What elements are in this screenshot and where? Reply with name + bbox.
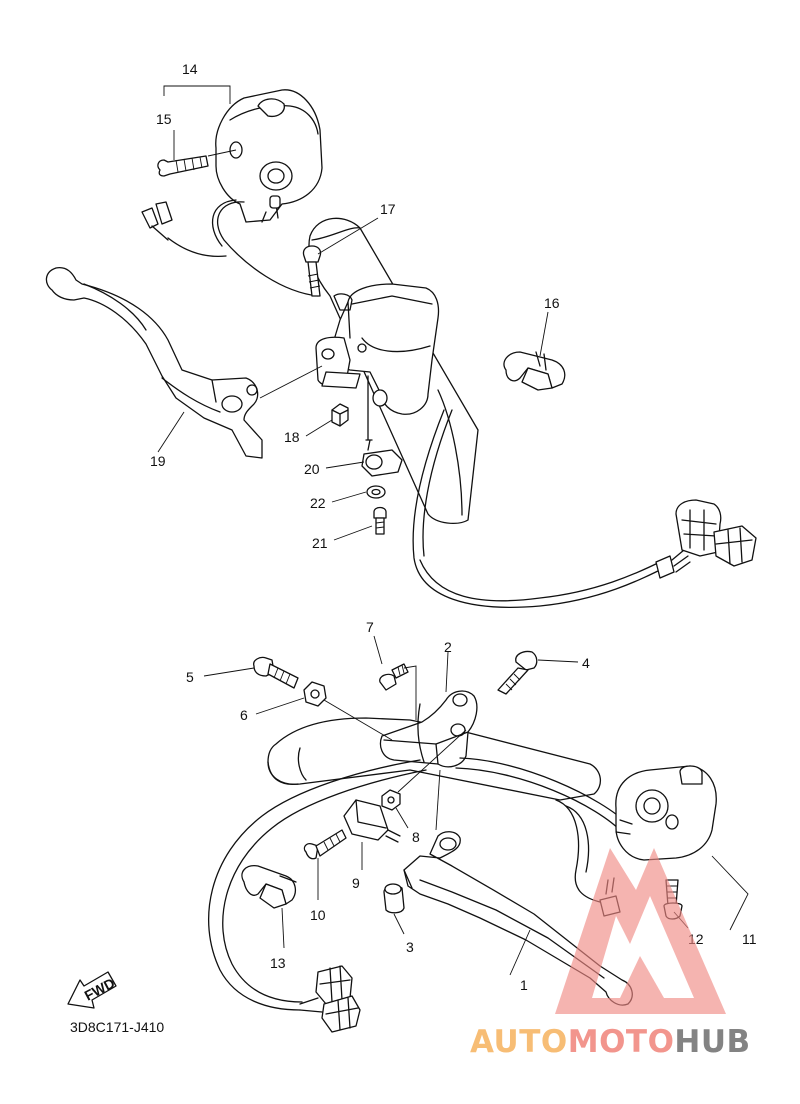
part-number-20: 20 <box>304 461 320 477</box>
washer-22 <box>366 485 386 499</box>
fwd-arrow-icon: FWD <box>67 971 117 1009</box>
bolt-7 <box>379 663 417 720</box>
brake-master-cylinder <box>315 283 440 415</box>
part-number-6: 6 <box>240 707 248 723</box>
part-number-2: 2 <box>444 639 452 655</box>
clutch-bracket-2 <box>379 690 478 768</box>
lower-harness-wire <box>208 757 631 1011</box>
brake-lever-19 <box>45 266 263 459</box>
clamp-16 <box>503 351 566 391</box>
bolt-5 <box>253 656 299 689</box>
clutch-switch-9 <box>343 799 401 843</box>
watermark-hub: HUB <box>674 1024 750 1060</box>
screw-15 <box>157 155 209 177</box>
screw-21 <box>373 506 387 535</box>
brake-switch-20 <box>361 375 403 477</box>
automotohub-watermark: AUTOMOTOHUB <box>470 848 751 1060</box>
svg-text:AUTOMOTOHUB: AUTOMOTOHUB <box>470 1024 751 1060</box>
upper-switch-housing <box>215 89 323 223</box>
part-number-19: 19 <box>150 453 166 469</box>
part-number-9: 9 <box>352 875 360 891</box>
upper-harness-wire <box>412 409 757 608</box>
nut-6 <box>303 681 327 707</box>
part-number-11: 11 <box>742 931 757 947</box>
leader-lines <box>157 85 749 976</box>
watermark-moto: MOTO <box>568 1024 675 1060</box>
part-number-15: 15 <box>156 111 172 127</box>
part-number-7: 7 <box>366 619 374 635</box>
part-number-3: 3 <box>406 939 414 955</box>
part-number-8: 8 <box>412 829 420 845</box>
part-number-14: 14 <box>182 61 198 77</box>
watermark-auto: AUTO <box>470 1024 568 1060</box>
bolt-17 <box>302 245 322 297</box>
part-number-21: 21 <box>312 535 328 551</box>
part-number-16: 16 <box>544 295 560 311</box>
part-number-17: 17 <box>380 201 396 217</box>
part-number-4: 4 <box>582 655 590 671</box>
screw-10 <box>303 829 347 860</box>
nut-18 <box>331 403 349 427</box>
lower-connector <box>299 965 361 1033</box>
part-number-5: 5 <box>186 669 194 685</box>
nut-8 <box>381 789 401 811</box>
part-number-1: 1 <box>520 977 528 993</box>
clamp-13 <box>241 865 297 909</box>
part-number-10: 10 <box>310 907 326 923</box>
collar-3 <box>383 883 405 914</box>
part-number-22: 22 <box>310 495 326 511</box>
bolt-4 <box>497 650 538 695</box>
switch-wire-terminal <box>141 199 319 297</box>
drawing-code: 3D8C171-J410 <box>70 1019 164 1035</box>
part-number-18: 18 <box>284 429 300 445</box>
triangle-logo-icon <box>555 848 726 1014</box>
part-number-13: 13 <box>270 955 286 971</box>
